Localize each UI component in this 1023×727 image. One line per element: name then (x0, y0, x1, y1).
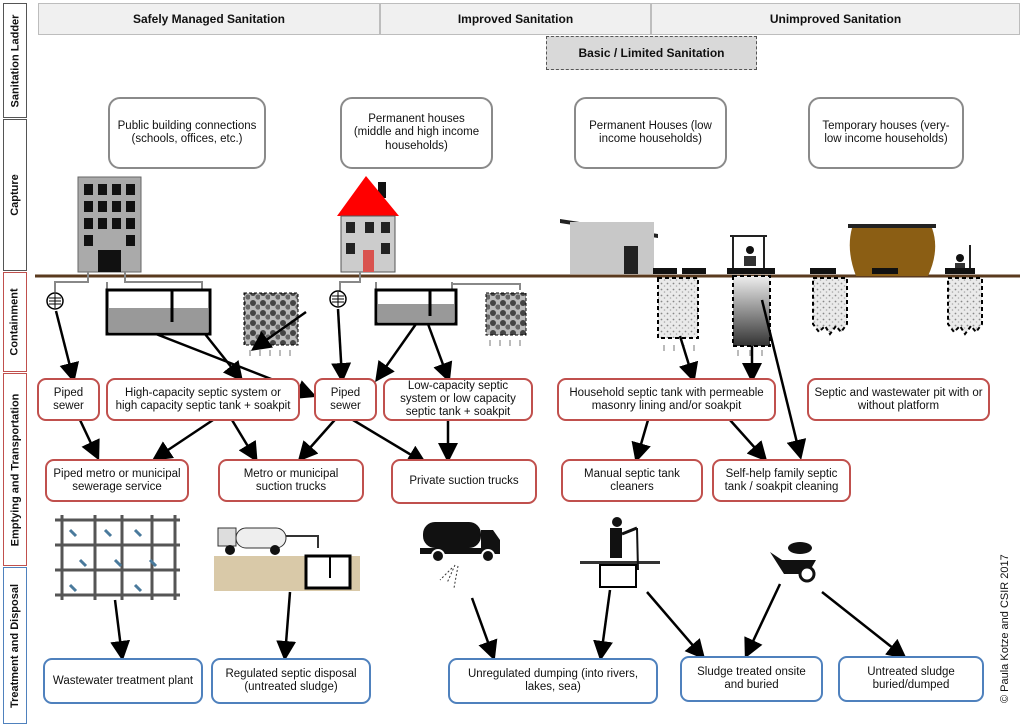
metro-suction-trucks-box: Metro or municipal suction trucks (218, 459, 364, 502)
piped-sewer-box-1: Piped sewer (37, 378, 100, 421)
manual-pit-icon (580, 517, 660, 588)
manhole-icon (46, 292, 64, 310)
small-soakpit-icon (485, 292, 527, 346)
house-red-roof-icon (337, 176, 399, 273)
latrine-platform-icon (653, 235, 775, 274)
suction-truck-tank-icon (214, 527, 360, 591)
ladder-safely-managed: Safely Managed Sanitation (38, 3, 380, 35)
unregulated-dumping-box: Unregulated dumping (into rivers, lakes,… (448, 658, 658, 704)
capture-temporary: Temporary houses (very-low income househ… (808, 97, 964, 169)
household-masonry-box: Household septic tank with permeable mas… (557, 378, 776, 421)
unlined-pit-icon (812, 277, 983, 336)
masonry-pit-icon (657, 275, 771, 356)
sludge-onsite-box: Sludge treated onsite and buried (680, 656, 823, 702)
capture-permanent-low: Permanent Houses (low income households) (574, 97, 727, 169)
wwtp-box: Wastewater treatment plant (43, 658, 203, 704)
ladder-improved: Improved Sanitation (380, 3, 651, 35)
regulated-disposal-box: Regulated septic disposal (untreated slu… (211, 658, 371, 704)
ladder-unimproved: Unimproved Sanitation (651, 3, 1020, 35)
temporary-hut-icon (810, 224, 975, 276)
side-label-containment: Containment (3, 272, 27, 372)
high-capacity-septic-box: High-capacity septic system or high capa… (106, 378, 300, 421)
piped-metro-box: Piped metro or municipal sewerage servic… (45, 459, 189, 502)
manual-cleaners-box: Manual septic tank cleaners (561, 459, 703, 502)
side-label-emptying: Emptying and Transportation (3, 373, 27, 566)
sewer-network-icon (55, 515, 180, 600)
capture-permanent-middle-high: Permanent houses (middle and high income… (340, 97, 493, 169)
small-septic-tank-icon (374, 288, 458, 326)
private-suction-trucks-box: Private suction trucks (391, 459, 537, 504)
side-label-ladder: Sanitation Ladder (3, 3, 27, 118)
low-capacity-septic-box: Low-capacity septic system or low capaci… (383, 378, 533, 421)
piped-sewer-box-2: Piped sewer (314, 378, 377, 421)
tanker-truck-icon (420, 522, 500, 589)
ladder-basic-limited: Basic / Limited Sanitation (546, 36, 757, 70)
wheelbarrow-icon (770, 542, 816, 583)
low-income-house-icon (560, 219, 658, 274)
copyright-text: © Paula Kotze and CSIR 2017 (999, 554, 1011, 703)
side-label-treatment: Treatment and Disposal (3, 567, 27, 724)
manhole-icon-2 (329, 290, 347, 308)
office-building-icon (77, 176, 142, 273)
large-septic-tank-icon (105, 288, 212, 336)
capture-public-buildings: Public building connections (schools, of… (108, 97, 266, 169)
self-help-cleaning-box: Self-help family septic tank / soakpit c… (712, 459, 851, 502)
side-label-capture: Capture (3, 119, 27, 271)
untreated-sludge-box: Untreated sludge buried/dumped (838, 656, 984, 702)
septic-pit-box: Septic and wastewater pit with or withou… (807, 378, 990, 421)
